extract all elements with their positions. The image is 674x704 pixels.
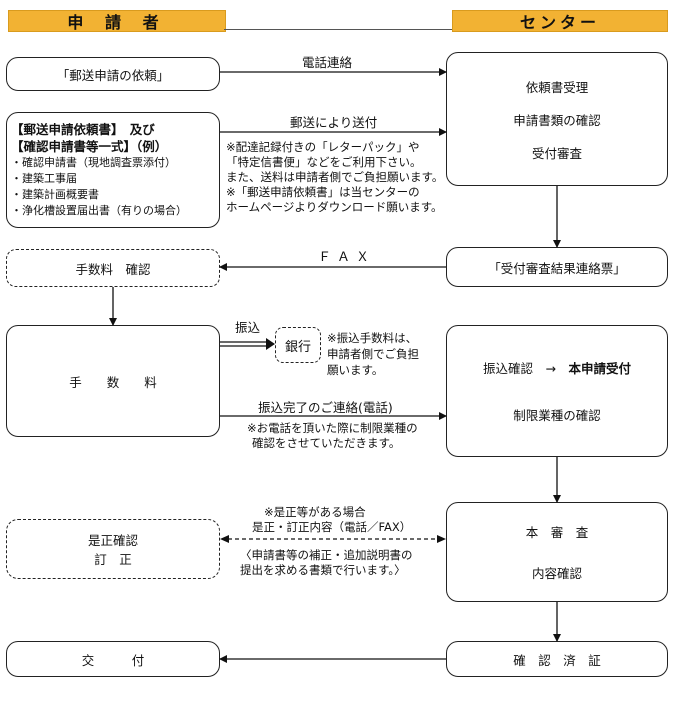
transfer-note: 確認をさせていただきます。 <box>252 436 401 450</box>
fee-label: 手 数 料 <box>69 374 157 390</box>
acceptance-label-3: 受付審査 <box>531 145 582 161</box>
mail-note: ホームページよりダウンロード願います。 <box>226 200 443 214</box>
mail-note: また、送料は申請者側でご負担願います。 <box>226 170 444 184</box>
transfer-arrowhead <box>266 338 275 350</box>
bank-label: 銀行 <box>284 339 311 355</box>
center-header: センター <box>452 10 668 32</box>
formal-accept-label: 本申請受付 <box>568 361 631 376</box>
correction-case-label: ※是正等がある場合 <box>264 505 366 519</box>
mail-note: ※配達記録付きの「レターパック」や <box>226 140 420 154</box>
fee-check-box: 手数料 確認 <box>6 249 220 287</box>
request-label: 「郵送申請の依頼」 <box>56 67 170 83</box>
documents-box: 【郵送申請依頼書】 及び 【確認申請書等一式】（例） ・確認申請書（現地調査票添… <box>6 112 220 228</box>
correction-note: 提出を求める書類で行います。〉 <box>240 563 406 577</box>
fax-label: ＦＡＸ <box>318 250 376 265</box>
transfer-done-label: 振込完了のご連絡(電話) <box>258 400 393 415</box>
documents-title-2: 【確認申請書等一式】（例） <box>11 139 168 154</box>
result-label: 「受付審査結果連絡票」 <box>488 260 626 276</box>
request-box: 「郵送申請の依頼」 <box>6 57 220 91</box>
acceptance-box: 依頼書受理 申請書類の確認 受付審査 <box>446 52 668 186</box>
documents-item: ・確認申請書（現地調査票添付） <box>11 156 176 169</box>
limit-check-label: 制限業種の確認 <box>513 408 601 423</box>
payment-confirm-label: 振込確認 → <box>483 361 569 376</box>
correction-label-1: 是正確認 <box>87 533 138 548</box>
delivery-box: 交 付 <box>6 641 220 677</box>
bank-note: ※振込手数料は、 <box>327 331 418 345</box>
documents-item: ・建築計画概要書 <box>11 188 99 201</box>
payment-confirm-line: 振込確認 → 本申請受付 <box>483 358 631 377</box>
certificate-label: 確 認 済 証 <box>513 652 601 668</box>
correction-content-label: 是正・訂正内容（電話／FAX） <box>252 520 412 534</box>
correction-arrowhead-left <box>220 535 229 543</box>
correction-note: 〈申請書等の補正・追加説明書の <box>240 548 413 562</box>
correction-arrowhead-right <box>437 535 446 543</box>
header-divider <box>224 29 452 30</box>
certificate-box: 確 認 済 証 <box>446 641 668 677</box>
mail-label: 郵送により送付 <box>290 115 378 130</box>
documents-item: ・浄化槽設置届出書（有りの場合） <box>11 204 187 217</box>
delivery-label: 交 付 <box>81 652 145 668</box>
review-box: 本 審 査 内容確認 <box>446 502 668 602</box>
transfer-label: 振込 <box>235 320 261 335</box>
result-box: 「受付審査結果連絡票」 <box>446 247 668 287</box>
content-check-label: 内容確認 <box>531 566 582 581</box>
transfer-note: ※お電話を頂いた際に制限業種の <box>247 421 418 435</box>
payment-box: 振込確認 → 本申請受付 制限業種の確認 <box>446 325 668 457</box>
documents-item: ・建築工事届 <box>11 172 77 185</box>
acceptance-label-1: 依頼書受理 <box>525 79 589 95</box>
mail-note: 「特定信書便」などをご利用下さい。 <box>226 155 422 169</box>
center-header-label: センター <box>519 13 600 32</box>
bank-note: 願います。 <box>327 363 384 377</box>
bank-note: 申請者側でご負担 <box>327 347 419 361</box>
applicant-header-label: 申 請 者 <box>67 13 167 32</box>
fee-box: 手 数 料 <box>6 325 220 437</box>
review-label: 本 審 査 <box>525 525 589 540</box>
acceptance-label-2: 申請書類の確認 <box>513 112 601 128</box>
mail-note: ※「郵送申請依頼書」は当センターの <box>226 185 420 199</box>
phone-label: 電話連絡 <box>302 55 353 70</box>
bank-box: 銀行 <box>275 327 321 363</box>
fee-check-label: 手数料 確認 <box>75 261 151 277</box>
applicant-header: 申 請 者 <box>8 10 226 32</box>
documents-title-1: 【郵送申請依頼書】 及び <box>11 122 155 137</box>
correction-box: 是正確認 訂 正 <box>6 519 220 579</box>
correction-label-2: 訂 正 <box>94 552 132 567</box>
